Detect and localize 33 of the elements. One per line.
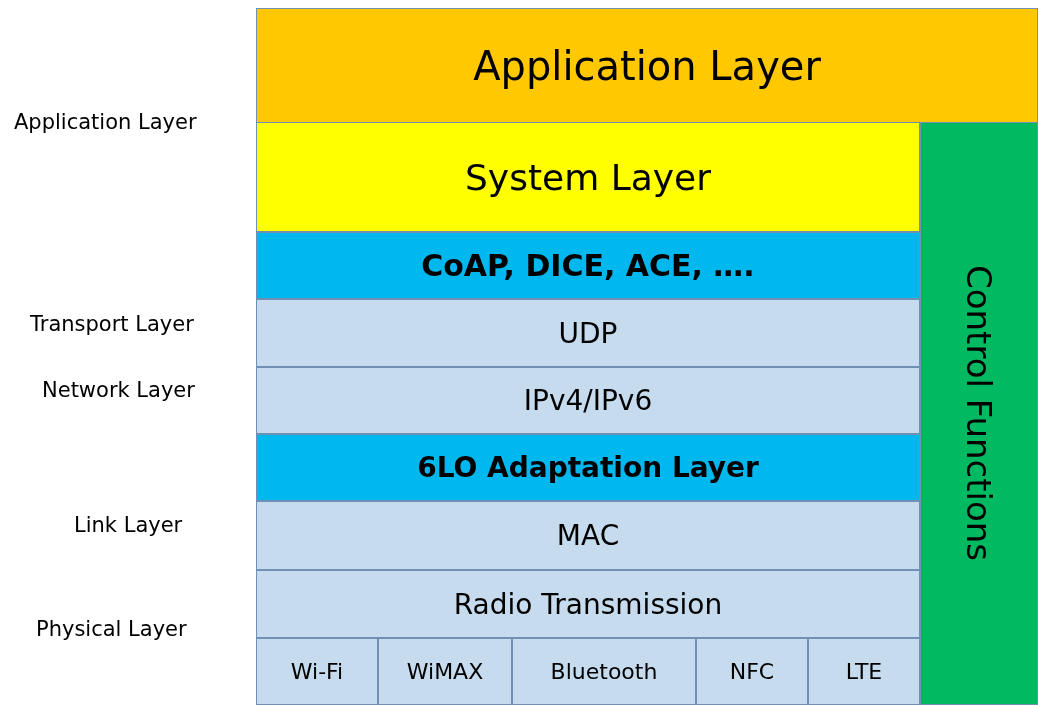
layer-box [256, 232, 920, 299]
layer-title: 6LO Adaptation Layer [417, 451, 759, 484]
layer-label: Network Layer [42, 378, 195, 402]
layer-title: UDP [558, 316, 618, 350]
layer-box [256, 434, 920, 501]
layer-title: System Layer [464, 156, 712, 198]
layer-box [256, 367, 920, 434]
layer-title: MAC [556, 519, 620, 552]
layer-title: Control Functions [959, 265, 999, 562]
layer-box [512, 638, 696, 705]
layer-label: Link Layer [74, 513, 183, 537]
layer-title: IPv4/IPv6 [523, 384, 653, 417]
layer-title: CoAP, DICE, ACE, …. [421, 248, 755, 283]
layer-label: Transport Layer [30, 312, 194, 336]
layer-title: Radio Transmission [453, 587, 723, 621]
layer-box [378, 638, 512, 705]
layer-box [256, 122, 920, 232]
layer-box [808, 638, 920, 705]
layer-title: WiMAX [406, 659, 484, 684]
layer-title: Wi-Fi [290, 659, 344, 684]
layer-title: Bluetooth [550, 659, 658, 684]
side-panel [920, 122, 1038, 705]
layer-label: Application Layer [14, 110, 197, 134]
layer-box [256, 570, 920, 638]
layer-box [696, 638, 808, 705]
layer-title: LTE [845, 659, 883, 684]
layer-title: NFC [729, 659, 775, 684]
layer-box [256, 299, 920, 367]
layer-title: Application Layer [473, 42, 821, 89]
layer-box [256, 8, 1038, 123]
layer-label: Physical Layer [36, 617, 187, 641]
layer-box [256, 638, 378, 705]
layer-box [256, 501, 920, 570]
